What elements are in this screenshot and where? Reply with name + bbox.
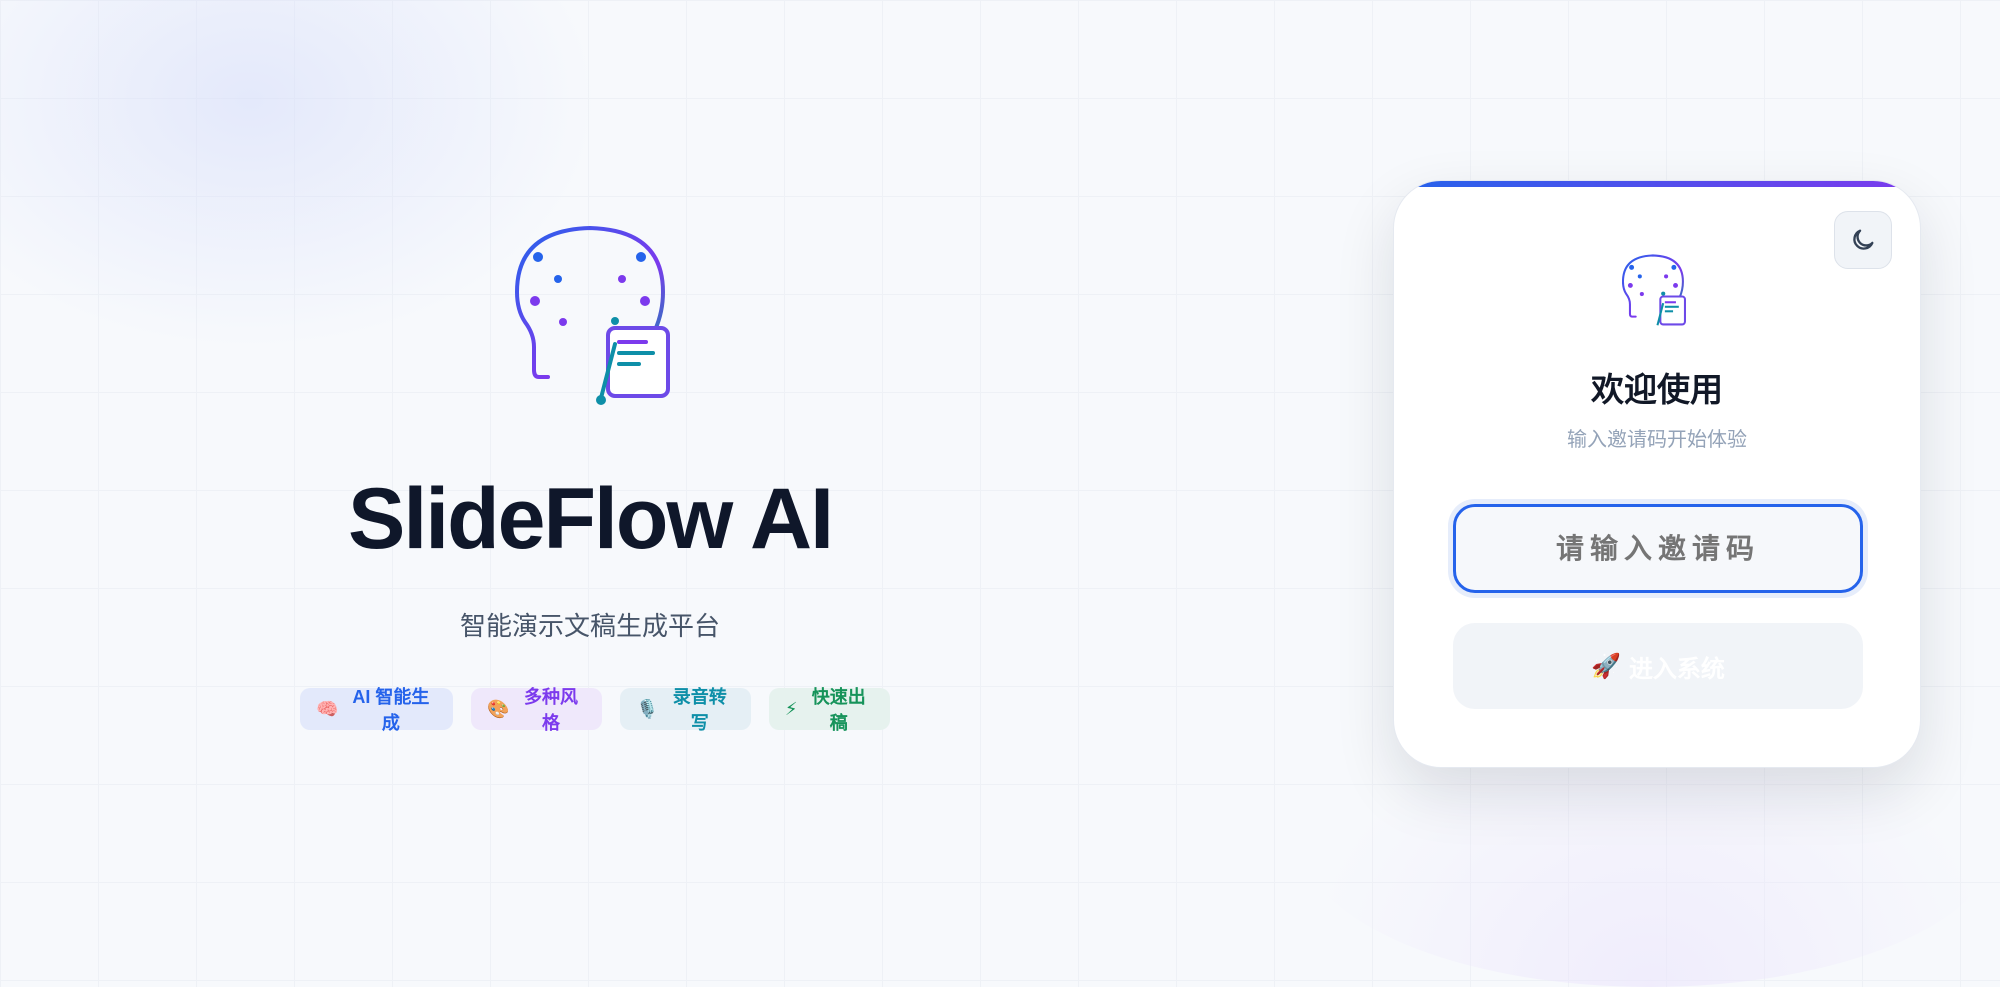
lightning-icon: ⚡ <box>784 698 798 719</box>
enter-system-button[interactable]: 🚀进入系统 <box>1453 623 1863 709</box>
feature-badge-transcribe: 🎙️ 录音转写 <box>620 687 751 733</box>
invite-code-input[interactable] <box>1453 504 1863 593</box>
brain-document-logo-icon <box>1622 254 1686 326</box>
login-hint: 输入邀请码开始体验 <box>1567 429 1747 451</box>
enter-system-label: 进入系统 <box>1628 655 1725 683</box>
badge-label: AI 智能生成 <box>352 687 430 733</box>
microphone-icon: 🎙️ <box>636 698 659 719</box>
login-heading: 欢迎使用 <box>1591 371 1723 408</box>
feature-badge-styles: 🎨 多种风格 <box>471 687 603 733</box>
background-glow <box>0 0 600 350</box>
palette-icon: 🎨 <box>487 698 510 719</box>
app-title: SlideFlow AI <box>347 471 834 567</box>
theme-toggle-button[interactable] <box>1834 211 1892 269</box>
brain-icon: 🧠 <box>316 698 339 719</box>
badge-label: 多种风格 <box>523 687 578 733</box>
card-accent-bar <box>1394 181 1920 187</box>
feature-badge-ai: 🧠 AI 智能生成 <box>300 687 454 733</box>
moon-icon <box>1853 229 1874 250</box>
badge-label: 快速出稿 <box>811 687 866 733</box>
feature-badge-fast: ⚡ 快速出稿 <box>768 687 890 733</box>
feature-badges: 🧠 AI 智能生成 🎨 多种风格 🎙️ 录音转写 ⚡ 快速出稿 <box>300 687 890 733</box>
brain-document-logo-icon <box>515 225 670 405</box>
badge-label: 录音转写 <box>672 687 727 733</box>
rocket-icon: 🚀 <box>1591 652 1621 680</box>
app-subtitle: 智能演示文稿生成平台 <box>459 611 720 641</box>
login-card: 欢迎使用 输入邀请码开始体验 🚀进入系统 <box>1393 180 1921 768</box>
